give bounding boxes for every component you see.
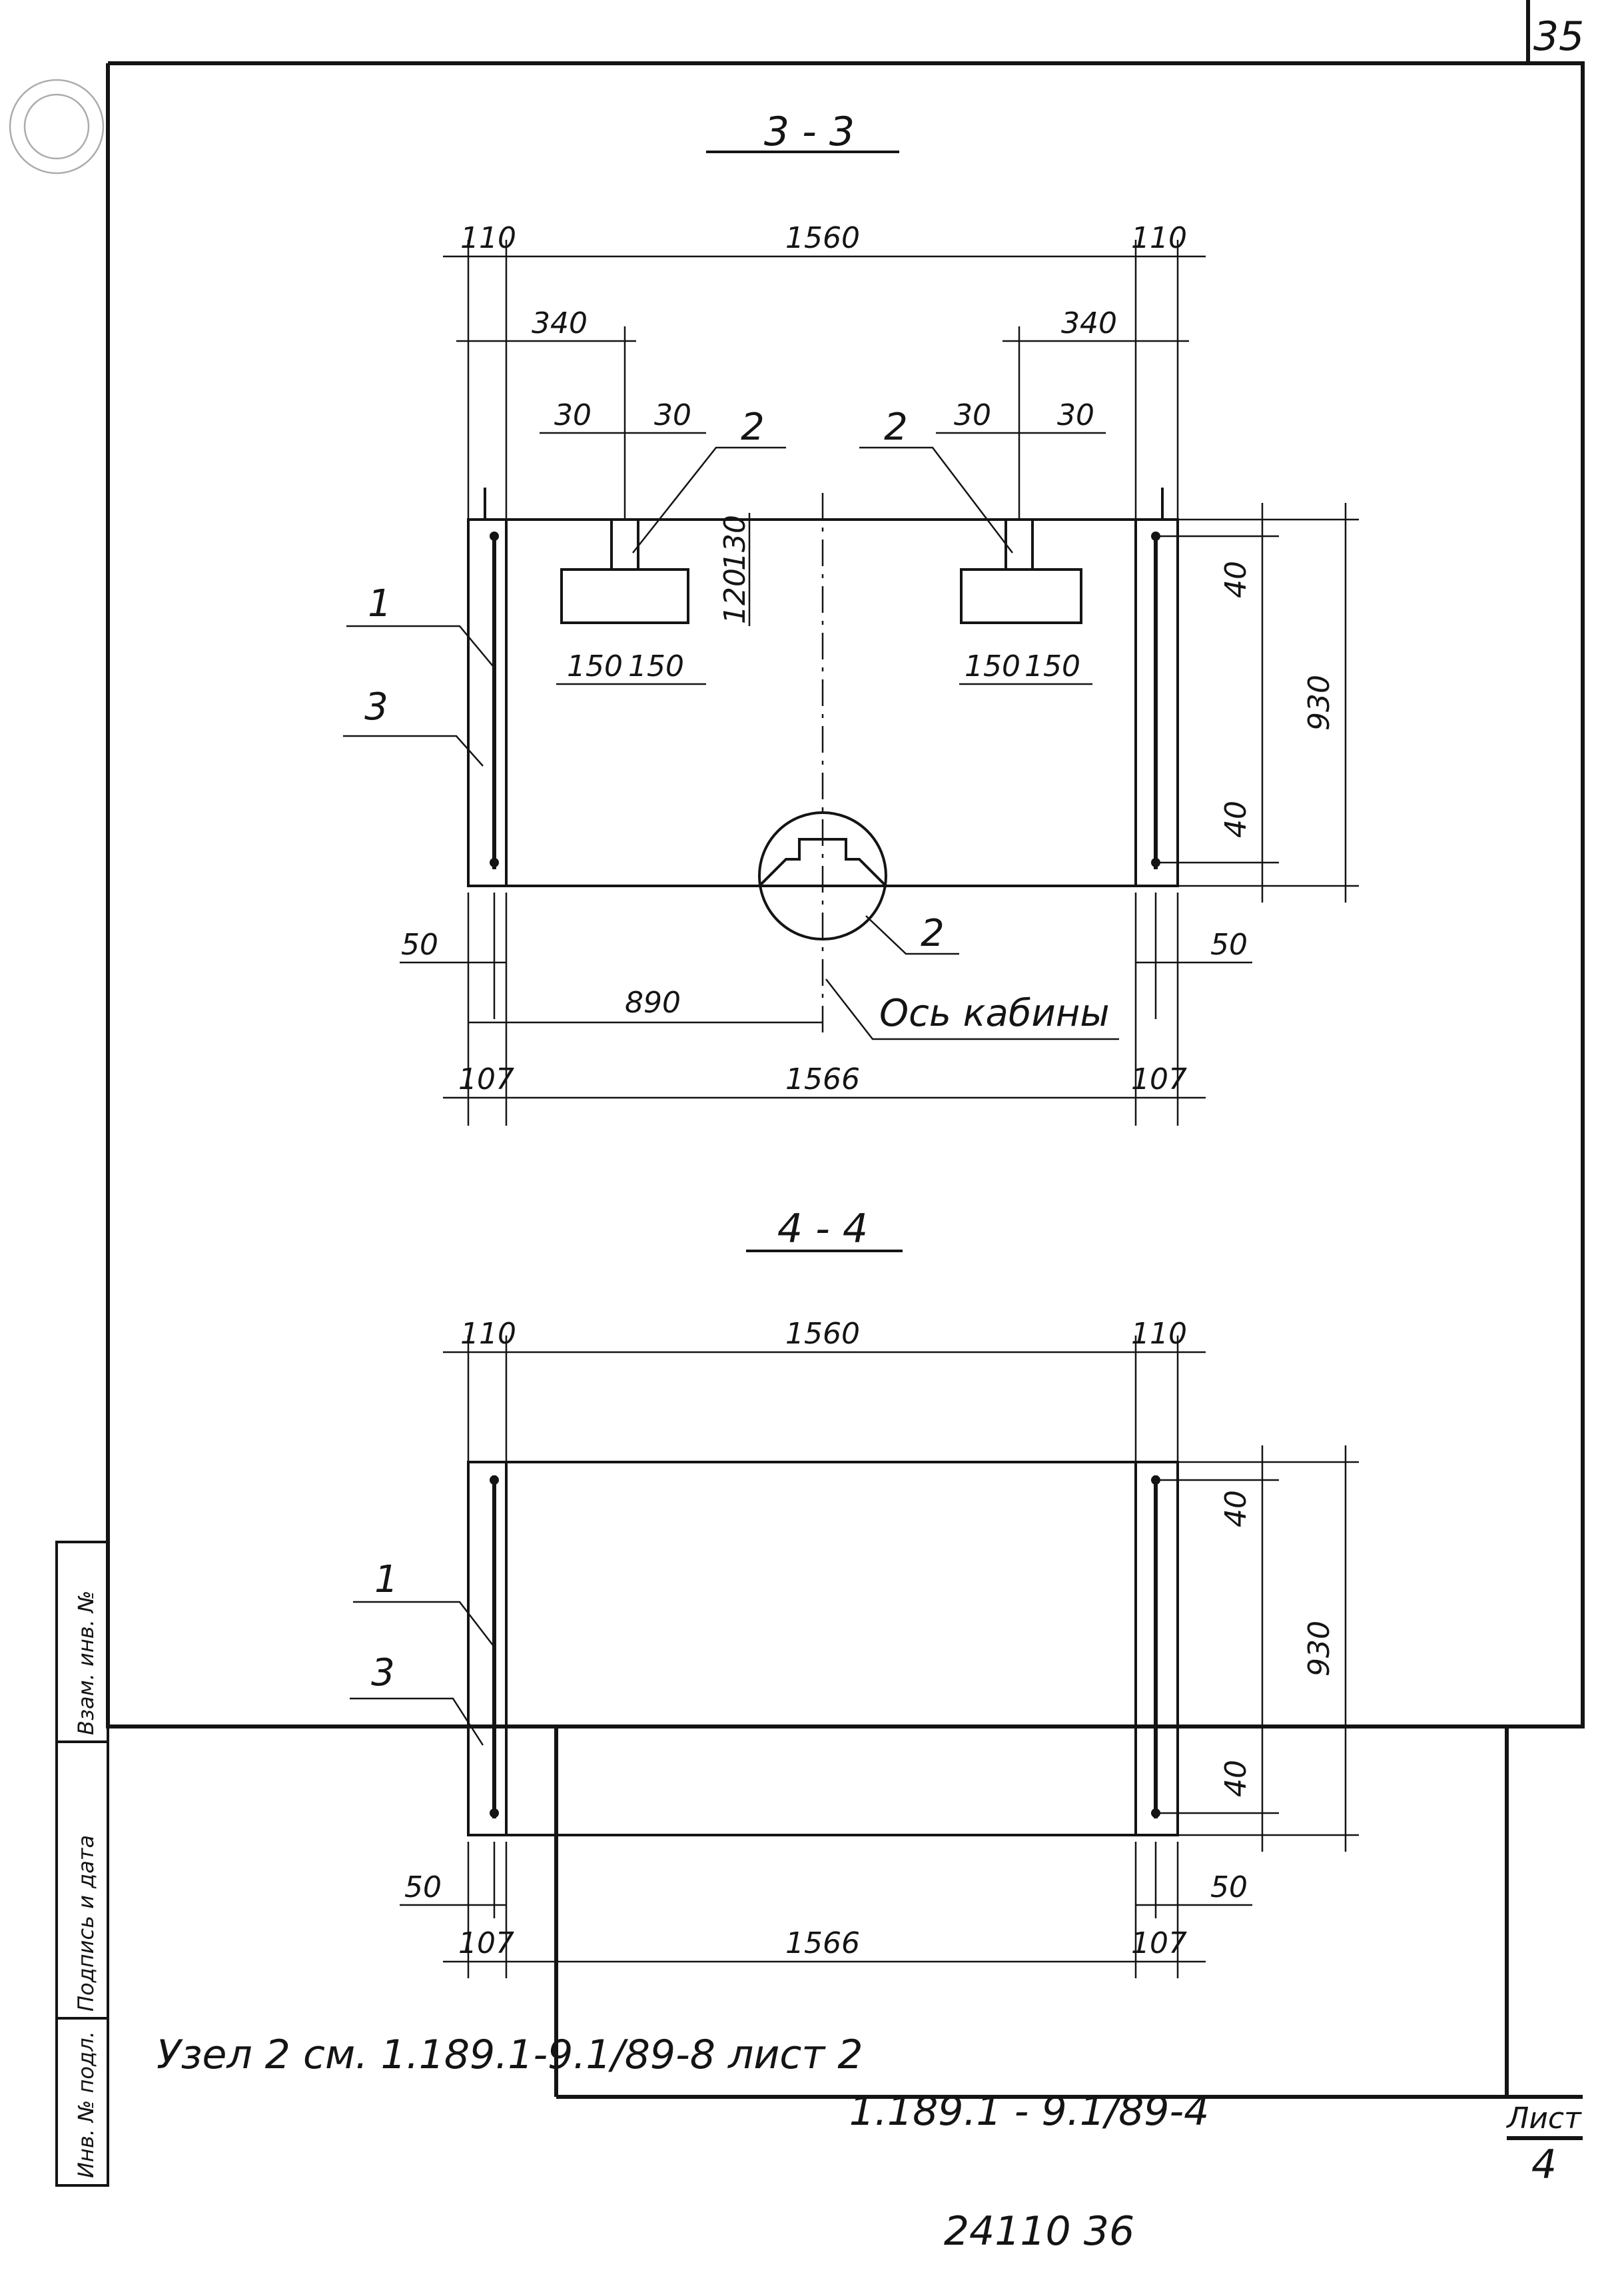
sheet-label: Лист bbox=[1505, 2102, 1582, 2135]
cabin-axis-label: Ось кабины bbox=[879, 992, 1110, 1035]
faded-stamp bbox=[9, 79, 105, 175]
callout-33-2-node: 2 bbox=[921, 912, 945, 955]
dim-33-bot-left: 50 bbox=[401, 928, 438, 962]
cabin-wall-outline-44 bbox=[467, 1461, 1179, 1836]
dim-44-right-top: 40 bbox=[1219, 1490, 1253, 1527]
callout-44-3: 3 bbox=[371, 1651, 395, 1695]
dim-33-offset-left: 340 bbox=[532, 306, 588, 340]
dim-33-right-total: 930 bbox=[1302, 675, 1336, 731]
callout-33-3: 3 bbox=[364, 685, 388, 729]
dim-44-right-total: 930 bbox=[1302, 1621, 1336, 1677]
dim-33-block-w-l1: 150 bbox=[567, 649, 623, 683]
stamp-signature: Подпись и дата bbox=[73, 1835, 99, 2012]
bottom-code: 24110 36 bbox=[944, 2208, 1134, 2255]
dim-33-bot-right: 50 bbox=[1210, 928, 1248, 962]
dim-33-block-w-r2: 150 bbox=[1024, 649, 1080, 683]
dim-33-top-middle: 1560 bbox=[785, 221, 860, 255]
dim-33-block-h1: 130 bbox=[718, 515, 752, 571]
section-4-4-title: 4 - 4 bbox=[777, 1206, 868, 1252]
sheet-number: 4 bbox=[1531, 2141, 1557, 2188]
dim-33-base-right: 107 bbox=[1131, 1062, 1187, 1096]
section-3-3-title: 3 - 3 bbox=[764, 109, 855, 155]
sheet-frame: 35 bbox=[106, 0, 1585, 1728]
section-4-4: 4 - 4 110 1560 110 40 930 40 bbox=[350, 1206, 1359, 1978]
dim-44-base-left: 107 bbox=[458, 1926, 514, 1960]
node-reference-note: Узел 2 см. 1.189.1-9.1/89-8 лист 2 bbox=[157, 2032, 863, 2078]
dim-33-slot-l2: 30 bbox=[654, 398, 691, 432]
callout-33-2-left: 2 bbox=[741, 406, 765, 449]
dim-33-slot-r1: 30 bbox=[954, 398, 991, 432]
dim-33-base-left: 107 bbox=[458, 1062, 514, 1096]
dim-33-top-right: 110 bbox=[1131, 221, 1187, 255]
dim-33-block-w-r1: 150 bbox=[965, 649, 1020, 683]
node-2-circle bbox=[758, 811, 887, 941]
designation-code: 1.189.1 - 9.1/89-4 bbox=[849, 2088, 1210, 2135]
dim-44-right-bottom: 40 bbox=[1219, 1760, 1253, 1797]
dim-44-bot-left: 50 bbox=[404, 1870, 442, 1904]
title-block: 1.189.1 - 9.1/89-4 Лист 4 bbox=[554, 1726, 1583, 2188]
side-stamp: Инв. № подл. Подпись и дата Взам. инв. № bbox=[55, 1541, 109, 2187]
dim-44-base-right: 107 bbox=[1131, 1926, 1187, 1960]
stamp-replace: Взам. инв. № bbox=[73, 1591, 99, 1735]
callout-44-1: 1 bbox=[374, 1558, 398, 1601]
dim-33-offset-right: 340 bbox=[1061, 306, 1117, 340]
page-number: 35 bbox=[1533, 13, 1584, 60]
dim-33-slot-r2: 30 bbox=[1057, 398, 1094, 432]
dim-44-base-middle: 1566 bbox=[785, 1926, 860, 1960]
support-block-left bbox=[560, 568, 689, 624]
dim-33-right-bottom: 40 bbox=[1219, 801, 1253, 838]
dim-33-axis: 890 bbox=[625, 986, 681, 1020]
callout-33-2-right: 2 bbox=[884, 406, 908, 449]
dim-33-slot-l1: 30 bbox=[554, 398, 592, 432]
dim-44-top-right: 110 bbox=[1131, 1317, 1187, 1351]
dim-33-block-h2: 120 bbox=[718, 568, 752, 624]
dim-44-top-left: 110 bbox=[460, 1317, 516, 1351]
dim-44-top-middle: 1560 bbox=[785, 1317, 860, 1351]
dim-44-bot-right: 50 bbox=[1210, 1870, 1248, 1904]
stamp-inv-no: Инв. № подл. bbox=[73, 2031, 99, 2178]
support-block-right bbox=[960, 568, 1082, 624]
section-3-3: 3 - 3 110 1560 110 bbox=[343, 109, 1359, 1126]
dim-33-right-top: 40 bbox=[1219, 561, 1253, 598]
dim-33-block-w-l2: 150 bbox=[628, 649, 684, 683]
callout-33-1: 1 bbox=[368, 582, 392, 625]
dim-33-top-left: 110 bbox=[460, 221, 516, 255]
dim-33-base-middle: 1566 bbox=[785, 1062, 860, 1096]
